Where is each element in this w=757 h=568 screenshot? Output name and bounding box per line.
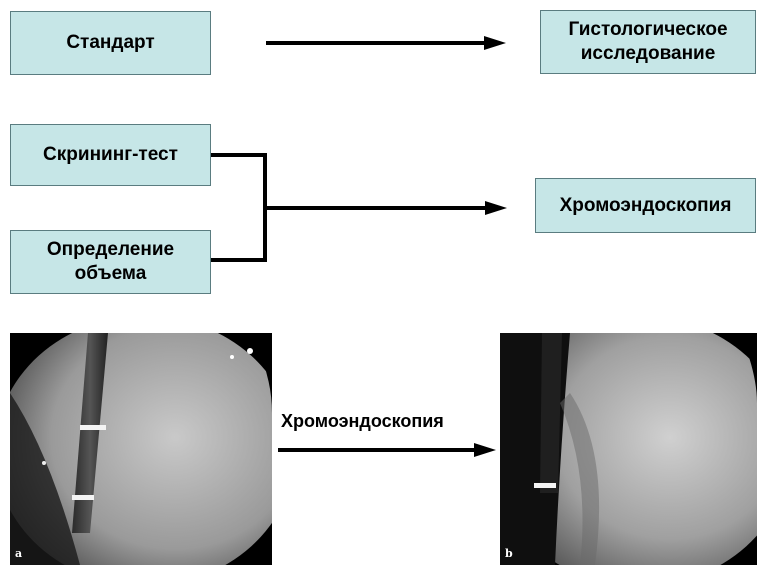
volume-box: Определение объема: [10, 230, 211, 294]
chromo-arrow-shaft: [267, 206, 489, 210]
chromoendoscopy-box: Хромоэндоскопия: [535, 178, 756, 233]
standard-arrow-shaft: [266, 41, 488, 45]
standard-box: Стандарт: [10, 11, 211, 75]
endoscopy-photo-before: a: [10, 333, 272, 565]
standard-label: Стандарт: [66, 31, 154, 55]
screening-test-label: Скрининг-тест: [43, 143, 178, 167]
bracket-bottom-line: [211, 258, 267, 262]
chromoendoscopy-label: Хромоэндоскопия: [560, 194, 732, 218]
volume-label: Определение объема: [11, 238, 210, 286]
bottom-arrow-shaft: [278, 448, 478, 452]
screening-test-box: Скрининг-тест: [10, 124, 211, 186]
bottom-arrow-head: [474, 443, 496, 457]
bracket-top-line: [211, 153, 267, 157]
chromo-arrow-head: [485, 201, 507, 215]
bottom-arrow-caption: Хромоэндоскопия: [281, 411, 444, 432]
photo-b-letter: b: [505, 547, 513, 560]
histology-label: Гистологическое исследование: [541, 18, 755, 66]
histology-box: Гистологическое исследование: [540, 10, 756, 74]
standard-arrow-head: [484, 36, 506, 50]
photo-a-letter: a: [15, 547, 22, 560]
endoscopy-photo-after: b: [500, 333, 757, 565]
